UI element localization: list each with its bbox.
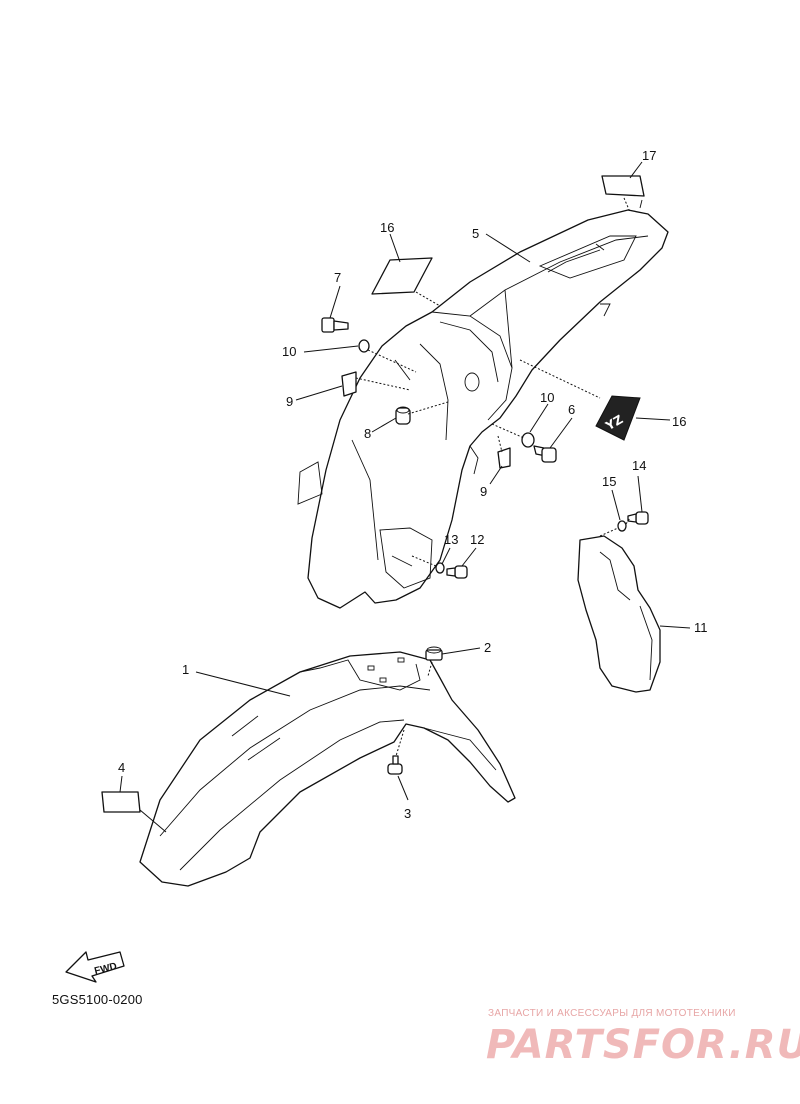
decal-4-icon [101,791,141,813]
decal-17-icon [601,175,645,197]
leader-lines [119,161,691,833]
fwd-arrow-icon: FWD [65,951,125,983]
callout-6: 6 [568,402,575,417]
callout-11: 11 [694,620,708,635]
callout-1: 1 [182,662,189,677]
callout-2: 2 [484,640,491,655]
callout-15: 15 [602,474,616,489]
callout-3: 3 [404,806,411,821]
callout-17: 17 [642,148,656,163]
callout-16: 16 [380,220,394,235]
callout-7: 7 [334,270,341,285]
hardware [321,317,649,775]
callout-9b: 9 [480,484,487,499]
bolt-6-icon [533,445,557,463]
callout-5: 5 [472,226,479,241]
rear-fender [297,199,669,609]
watermark-subtitle: ЗАПЧАСТИ И АКСЕССУАРЫ ДЛЯ МОТОТЕХНИКИ [488,1008,736,1019]
decal-16-logo-icon: YZ [595,395,641,441]
svg-text:FWD: FWD [93,961,118,977]
front-fender [139,651,516,887]
washer-13-icon [435,562,445,574]
nut-2-icon [425,646,443,661]
callout-labels: 17 16 5 7 10 9 8 10 6 16 9 14 15 13 12 1… [118,148,708,821]
washer-15-icon [617,520,627,532]
callout-14: 14 [632,458,646,473]
watermark-site: PARTSFOR.RU [486,1022,800,1068]
decals: YZ [101,175,645,813]
callout-8: 8 [364,426,371,441]
clip-9-icon [341,371,357,397]
grommet-8-icon [395,406,411,425]
bolt-14-icon [627,511,649,525]
callout-16b: 16 [672,414,686,429]
washer-10b-icon [521,432,535,448]
bolt-7-icon [321,317,349,333]
screw-3-icon [387,755,403,775]
callout-13: 13 [444,532,458,547]
washer-10-icon [358,339,370,353]
decal-16-icon [371,257,433,295]
callout-9: 9 [286,394,293,409]
callout-10: 10 [282,344,296,359]
callout-10b: 10 [540,390,554,405]
clip-9b-icon [497,447,511,469]
part-code: 5GS5100-0200 [52,992,143,1007]
callout-4: 4 [118,760,125,775]
bolt-12-icon [446,565,468,579]
mud-flap [577,535,661,693]
callout-12: 12 [470,532,484,547]
